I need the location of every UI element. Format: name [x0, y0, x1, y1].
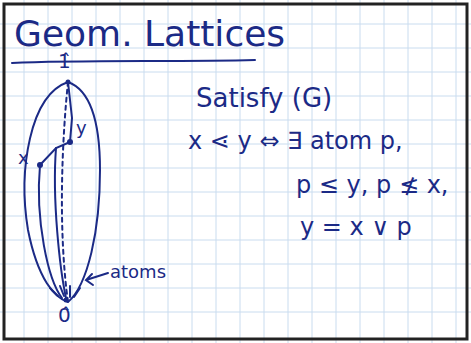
y-label: y	[76, 118, 87, 138]
atoms-label: atoms	[110, 262, 166, 282]
top-dot	[66, 80, 71, 85]
atom-strokes	[50, 286, 80, 297]
bottom-dot	[64, 298, 69, 303]
title-underline	[12, 60, 255, 63]
dashed-chain	[62, 82, 68, 302]
chain-x-bottom	[39, 165, 62, 298]
y-dot	[67, 139, 73, 145]
frame	[4, 4, 467, 339]
lattice-outline	[25, 82, 100, 302]
slide-title: Geom. Lattices	[14, 14, 285, 54]
formula-line: p ≤ y, p ≰ x,	[296, 172, 449, 198]
formula-line: y = x ∨ p	[300, 214, 412, 240]
condition-heading: Satisfy (G)	[196, 84, 332, 113]
x-dot	[37, 162, 43, 168]
atoms-arrow	[86, 273, 108, 285]
bottom-element: 0̂	[58, 304, 71, 326]
formula-line: x ⋖ y ⇔ ∃ atom p,	[188, 128, 403, 154]
top-element: 1̂	[58, 50, 71, 72]
x-label: x	[18, 148, 29, 168]
chain-p	[55, 148, 66, 298]
